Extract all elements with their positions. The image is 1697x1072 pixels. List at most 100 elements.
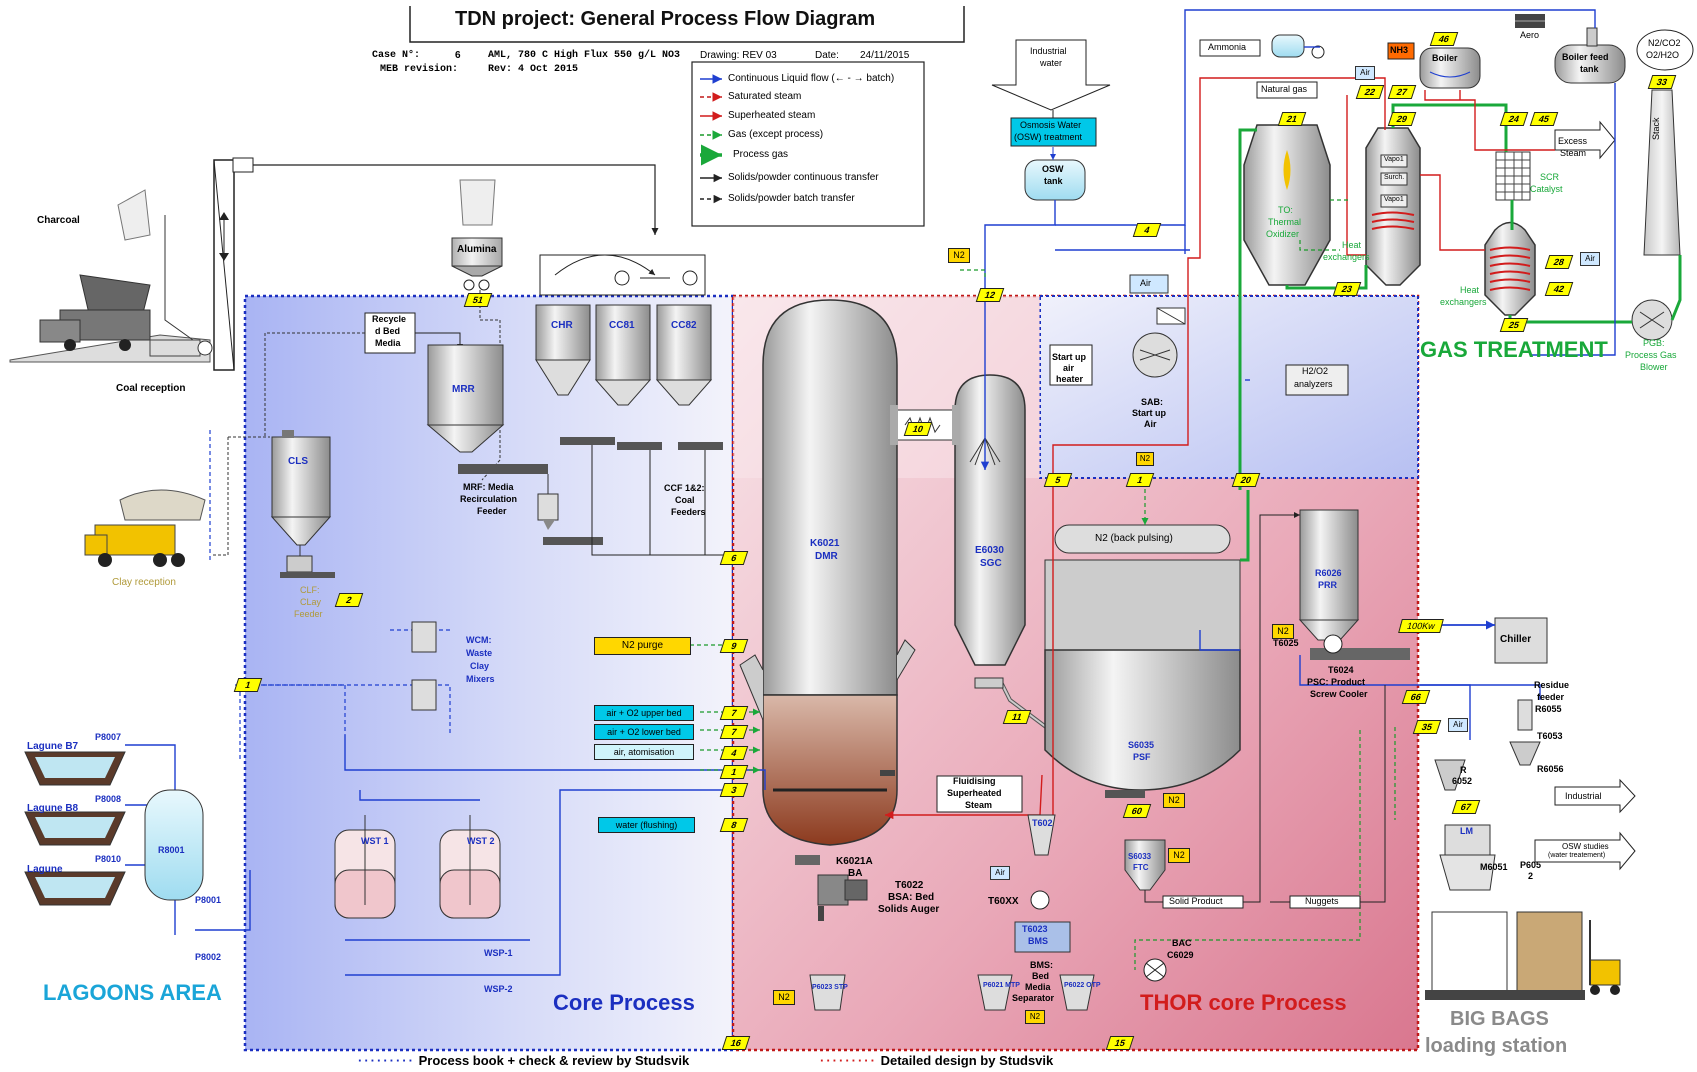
r6026-label-2: PRR (1318, 580, 1337, 590)
p6059-label-1: P605 (1520, 860, 1541, 870)
boiler-feed-label-1: Boiler feed (1562, 52, 1609, 62)
k6021-label-2: DMR (815, 551, 838, 562)
pgb-label-2: Process Gas (1625, 350, 1677, 360)
scr-catalyst (1496, 152, 1530, 200)
stream-tag-s27: 27 (1388, 85, 1417, 99)
ccf-label-3: Feeders (671, 507, 706, 517)
case-desc: AML, 780 C High Flux 550 g/L NO3 (488, 50, 680, 61)
gas-treatment-title: GAS TREATMENT (1420, 337, 1608, 363)
surch-label: Surch. (1384, 174, 1404, 181)
lagune-b7-label: Lagune B7 (27, 741, 78, 752)
wcm-label-4: Mixers (466, 674, 495, 684)
bms-label-1: BMS: (1030, 960, 1053, 970)
p8008-label: P8008 (95, 794, 121, 804)
stream-tag-s42: 42 (1545, 282, 1574, 296)
lagune-b8-label: Lagune B8 (27, 803, 78, 814)
h2o2-label-1: H2/O2 (1302, 366, 1328, 376)
alumina-label: Alumina (457, 244, 496, 255)
stream-tag-s25: 25 (1500, 318, 1529, 332)
n2-tag-6: N2 (773, 990, 795, 1005)
stream-tag-s5: 5 (1044, 473, 1073, 487)
k6021-label-1: K6021 (810, 538, 839, 549)
air-tag-1: Air (1355, 66, 1375, 80)
stream-tag-s45: 45 (1530, 112, 1559, 126)
stream-tag-s35: 35 (1413, 720, 1442, 734)
legend-item-2: Saturated steam (728, 91, 801, 102)
fluidising-label-2: Superheated (947, 788, 1002, 798)
heat-exchangers-2 (1485, 223, 1535, 316)
wcm-label-1: WCM: (466, 635, 492, 645)
air-tag-2: Air (1580, 252, 1600, 266)
ccf-label-1: CCF 1&2: (664, 483, 705, 493)
startup-heater-label-1: Start up (1052, 352, 1086, 362)
legend-item-3: Superheated steam (728, 110, 815, 121)
bac-label-2: C6029 (1167, 950, 1194, 960)
stream-tag-s23: 23 (1333, 282, 1362, 296)
stream-tag-s60: 60 (1123, 804, 1152, 818)
residue-label-2: feeder (1537, 692, 1564, 702)
mrf-label-3: Feeder (477, 506, 507, 516)
case-value: 6 (455, 50, 461, 61)
stream-tag-s1b: 1 (720, 765, 749, 779)
r6026-label-1: R6026 (1315, 568, 1342, 578)
boiler-feed-label-2: tank (1580, 64, 1599, 74)
stream-tag-s29: 29 (1388, 112, 1417, 126)
clf-label-3: Feeder (294, 609, 323, 619)
footer-right: ········· Detailed design by Studsvik (820, 1053, 1053, 1068)
clf-label-1: CLF: (300, 585, 320, 595)
t6023-label-2: BMS (1028, 936, 1048, 946)
aero-label: Aero (1520, 30, 1539, 40)
stream-tag-s9: 9 (720, 639, 749, 653)
coal-reception-label: Coal reception (116, 383, 185, 394)
startup-heater-label-2: air (1063, 363, 1074, 373)
air-o2-lower-box: air + O2 lower bed (594, 724, 694, 740)
sab-label-2: Start up (1132, 408, 1166, 418)
p6021-label: P6021 MTP (983, 982, 1020, 989)
residue-label-1: Residue (1534, 680, 1569, 690)
td-label-2: Thermal (1268, 217, 1301, 227)
n2-tag-5: N2 (1272, 624, 1294, 639)
stream-tag-s8: 8 (720, 818, 749, 832)
stream-tag-s4: 4 (720, 746, 749, 760)
air-atomisation-box: air, atomisation (594, 744, 694, 760)
stream-tag-s33: 33 (1648, 75, 1677, 89)
startup-heater-label-3: heater (1056, 374, 1083, 384)
pgb-label-3: Blower (1640, 362, 1668, 372)
stream-tag-s12: 12 (976, 288, 1005, 302)
t6022-label-2: BSA: Bed (888, 892, 934, 903)
heat-ex1-label-1: Heat (1342, 240, 1361, 250)
n2-tag-4: N2 (1168, 848, 1190, 863)
stream-tag-s2: 2 (335, 593, 364, 607)
k6021-dmr-reactor (740, 300, 915, 865)
s6035-label-2: PSF (1133, 752, 1151, 762)
stream-tag-s28: 28 (1545, 255, 1574, 269)
meb-label: MEB revision: (380, 64, 458, 75)
t6022-label-1: T6022 (895, 880, 923, 891)
stream-tag-s15: 15 (1106, 1036, 1135, 1050)
stream-tag-s66: 66 (1402, 690, 1431, 704)
lagune-label: Lagune (27, 864, 63, 875)
air-o2-upper-box: air + O2 upper bed (594, 705, 694, 721)
osw-tank-label-1: OSW (1042, 164, 1064, 174)
thor-process-title: THOR core Process (1140, 990, 1347, 1016)
e6030-label-1: E6030 (975, 545, 1004, 556)
s6035-label-1: S6035 (1128, 740, 1154, 750)
k6021a-label-2: BA (848, 868, 862, 879)
sab-label-3: Air (1144, 419, 1157, 429)
pgb-blower (1632, 255, 1680, 340)
p8007-label: P8007 (95, 732, 121, 742)
bms-label-4: Separator (1012, 993, 1054, 1003)
excess-steam-label-2: Steam (1560, 148, 1586, 158)
mrr-label: MRR (452, 384, 475, 395)
t6022-label-3: Solids Auger (878, 904, 939, 915)
n2-tag-7: N2 (1025, 1010, 1045, 1024)
lm-label: LM (1460, 826, 1473, 836)
m6051-label: M6051 (1480, 862, 1508, 872)
kw100-box: 100Kw (1398, 619, 1444, 633)
p8002-label: P8002 (195, 952, 221, 962)
footer-left-text: Process book + check & review by Studsvi… (419, 1053, 690, 1068)
ammonia-label: Ammonia (1208, 42, 1246, 52)
chr-label: CHR (551, 320, 573, 331)
t60xx-label: T60XX (988, 896, 1019, 907)
